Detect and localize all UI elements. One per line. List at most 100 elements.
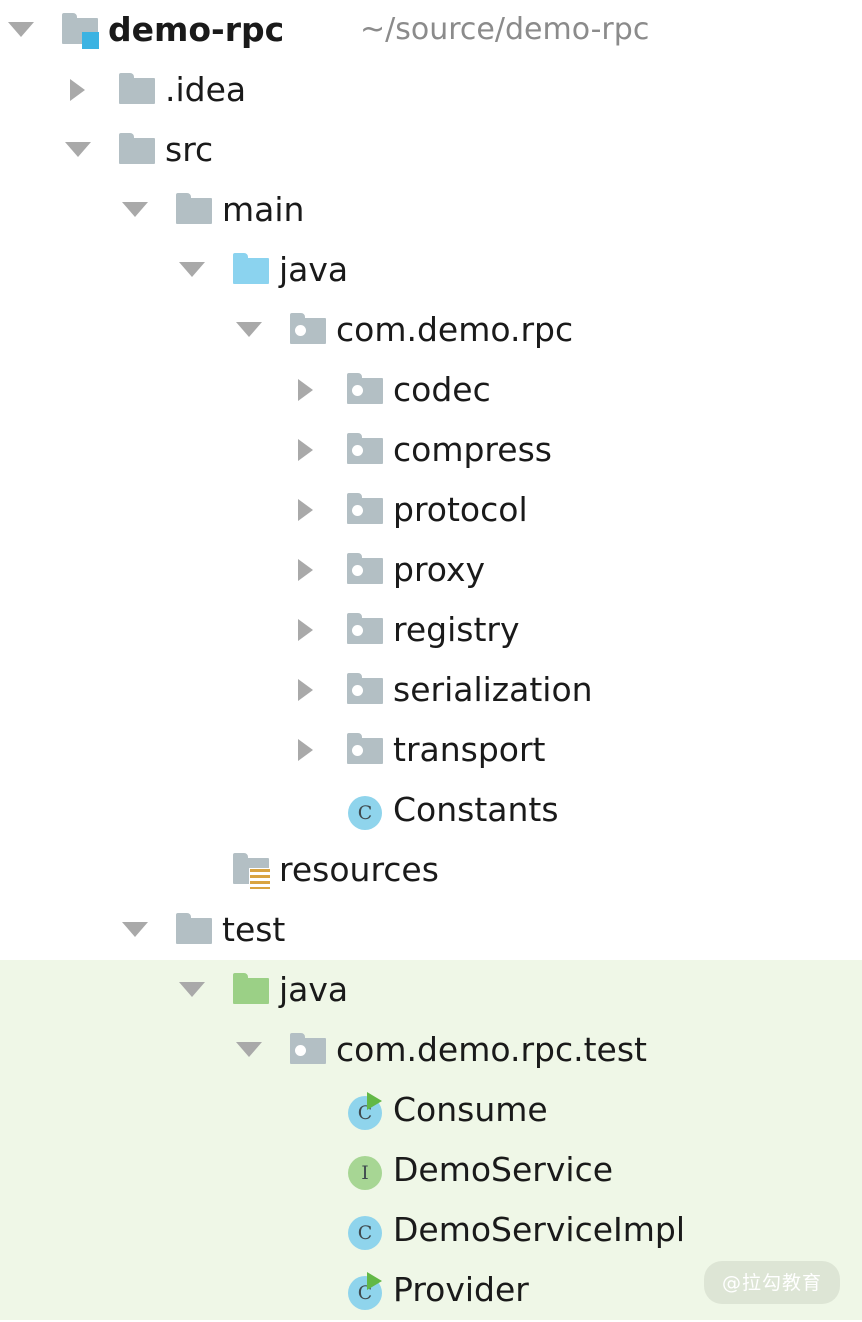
package-folder-icon (288, 1030, 328, 1070)
package-folder-icon (345, 430, 385, 470)
chevron-right-icon[interactable] (293, 497, 319, 523)
tree-row-idea[interactable]: .idea (0, 60, 862, 120)
chevron-down-icon[interactable] (122, 197, 148, 223)
package-dot (352, 445, 363, 456)
tree-row-main[interactable]: main (0, 180, 862, 240)
folder-shape (347, 673, 383, 704)
tree-row-label: registry (393, 610, 520, 649)
chevron-right-icon[interactable] (293, 617, 319, 643)
tree-row-label: protocol (393, 490, 528, 529)
tree-row-label: java (279, 250, 349, 289)
package-dot (352, 625, 363, 636)
package-folder-icon (345, 550, 385, 590)
tree-row-path: ~/source/demo-rpc (360, 12, 650, 47)
tree-row-proxy[interactable]: proxy (0, 540, 862, 600)
chevron-down-icon[interactable] (236, 317, 262, 343)
tree-row-main-java[interactable]: java (0, 240, 862, 300)
tree-row-label: codec (393, 370, 491, 409)
folder-shape (347, 373, 383, 404)
folder-icon (174, 190, 214, 230)
chevron-right-icon[interactable] (65, 77, 91, 103)
folder-icon (174, 910, 214, 950)
package-dot (295, 1045, 306, 1056)
twisty-spacer (179, 857, 205, 883)
tree-row-resources[interactable]: resources (0, 840, 862, 900)
java-class-icon: C (345, 790, 385, 830)
folder-shape (290, 1033, 326, 1064)
tree-row-src[interactable]: src (0, 120, 862, 180)
tree-row-label: demo-rpc (108, 10, 285, 49)
package-folder-icon (345, 670, 385, 710)
chevron-down-icon[interactable] (65, 137, 91, 163)
java-interface-icon: I (345, 1150, 385, 1190)
folder-icon (117, 70, 157, 110)
folder-shape (347, 493, 383, 524)
sources-root-folder-icon (231, 250, 271, 290)
tree-row-com-demo-rpc[interactable]: com.demo.rpc (0, 300, 862, 360)
tree-row-test-java[interactable]: java (0, 960, 862, 1020)
folder-icon (117, 130, 157, 170)
package-dot (352, 565, 363, 576)
package-dot (295, 325, 306, 336)
folder-shape (119, 73, 155, 104)
tree-row-demo-rpc[interactable]: demo-rpc ~/source/demo-rpc (0, 0, 862, 60)
folder-shape (176, 193, 212, 224)
tree-row-codec[interactable]: codec (0, 360, 862, 420)
run-marker-icon (367, 1272, 382, 1290)
module-badge-icon (82, 32, 99, 49)
chevron-right-icon[interactable] (293, 377, 319, 403)
tree-row-label: DemoServiceImpl (393, 1210, 686, 1249)
icon-glyph: I (348, 1156, 382, 1190)
java-class-icon: C (345, 1210, 385, 1250)
tree-row-protocol[interactable]: protocol (0, 480, 862, 540)
watermark: @拉勾教育 (703, 1261, 840, 1304)
chevron-right-icon[interactable] (293, 737, 319, 763)
resources-root-folder-icon (231, 850, 271, 890)
tree-row-label: main (222, 190, 305, 229)
tree-row-label: proxy (393, 550, 486, 589)
tree-row-serialization[interactable]: serialization (0, 660, 862, 720)
chevron-down-icon[interactable] (179, 977, 205, 1003)
package-folder-icon (288, 310, 328, 350)
package-folder-icon (345, 490, 385, 530)
chevron-down-icon[interactable] (236, 1037, 262, 1063)
package-dot (352, 745, 363, 756)
tree-row-label: test (222, 910, 286, 949)
folder-shape (233, 253, 269, 284)
chevron-right-icon[interactable] (293, 557, 319, 583)
tree-row-registry[interactable]: registry (0, 600, 862, 660)
module-folder-icon (60, 10, 100, 50)
chevron-down-icon[interactable] (8, 17, 34, 43)
tree-row-compress[interactable]: compress (0, 420, 862, 480)
tree-row-transport[interactable]: transport (0, 720, 862, 780)
tree-row-label: Provider (393, 1270, 529, 1309)
tree-row-label: DemoService (393, 1150, 614, 1189)
tree-row-test[interactable]: test (0, 900, 862, 960)
chevron-right-icon[interactable] (293, 437, 319, 463)
tree-row-label: src (165, 130, 214, 169)
package-folder-icon (345, 610, 385, 650)
icon-glyph: C (348, 1216, 382, 1250)
tree-row-demoservice[interactable]: I DemoService (0, 1140, 862, 1200)
tree-row-demoserviceimpl[interactable]: C DemoServiceImpl (0, 1200, 862, 1260)
tree-row-com-demo-rpc-test[interactable]: com.demo.rpc.test (0, 1020, 862, 1080)
twisty-spacer (293, 1157, 319, 1183)
folder-shape (347, 733, 383, 764)
icon-glyph: C (348, 796, 382, 830)
folder-shape (233, 973, 269, 1004)
java-runnable-class-icon: C (345, 1270, 385, 1310)
package-folder-icon (345, 730, 385, 770)
tree-row-label: com.demo.rpc.test (336, 1030, 647, 1069)
tree-row-label: transport (393, 730, 546, 769)
chevron-down-icon[interactable] (122, 917, 148, 943)
tree-row-label: compress (393, 430, 552, 469)
tree-row-label: java (279, 970, 349, 1009)
folder-shape (347, 433, 383, 464)
chevron-down-icon[interactable] (179, 257, 205, 283)
package-dot (352, 685, 363, 696)
chevron-right-icon[interactable] (293, 677, 319, 703)
